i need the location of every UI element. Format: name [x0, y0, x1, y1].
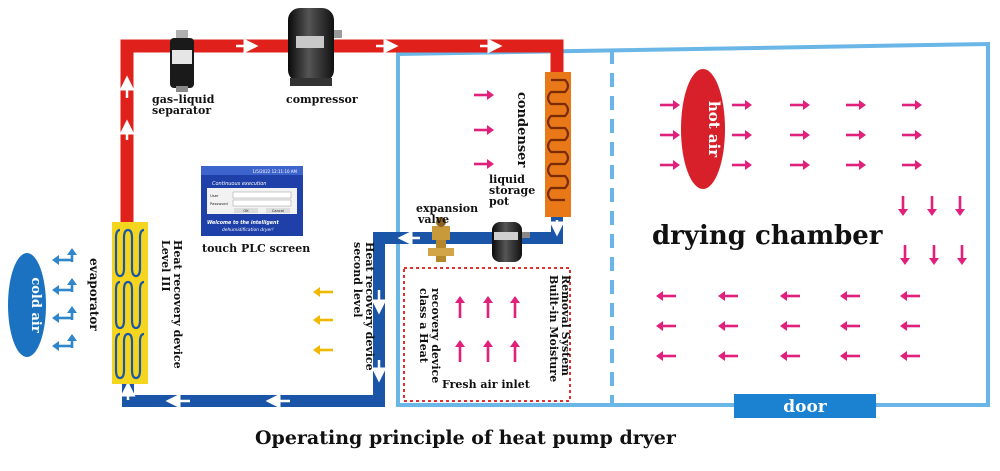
liquid-storage-pot	[492, 222, 530, 262]
airflow-arrow-down	[955, 196, 965, 216]
airflow-arrow-right	[732, 100, 752, 110]
airflow-arrow-down	[929, 245, 939, 265]
evaporator-coil	[112, 222, 148, 384]
hot-air-label: hot air	[705, 101, 723, 158]
fresh-air-inlet-label: Fresh air inlet	[442, 378, 531, 391]
airflow-arrows	[52, 90, 967, 362]
airflow-arrow-down	[898, 196, 908, 216]
airflow-arrow-left	[718, 351, 738, 361]
airflow-arrow-left	[840, 321, 860, 331]
plc-user-label: User	[210, 193, 219, 198]
airflow-arrow-right	[732, 130, 752, 140]
touch-plc-screen: 1/5/2022 12:11:10 AM Continuous executio…	[201, 166, 303, 236]
airflow-arrow-up	[455, 340, 465, 362]
cold-air-label: cold air	[28, 277, 43, 333]
airflow-arrow-right	[790, 100, 810, 110]
airflow-arrow-down	[927, 196, 937, 216]
airflow-arrow-right	[846, 100, 866, 110]
drying-chamber-outline	[396, 41, 990, 407]
airflow-arrow-right	[474, 90, 494, 100]
airflow-arrow-left	[780, 351, 800, 361]
airflow-arrow-right	[474, 125, 494, 135]
gas-liquid-separator	[170, 30, 194, 92]
second-level-device-label: second level Heat recovery device	[351, 242, 376, 371]
airflow-arrow-right	[790, 130, 810, 140]
airflow-arrow-left	[900, 291, 920, 301]
cold-refrigerant-pipe	[120, 215, 565, 409]
airflow-arrow-left	[840, 351, 860, 361]
airflow-arrow-up	[510, 296, 520, 318]
airflow-arrow-right	[660, 100, 680, 110]
plc-datetime: 1/5/2022 12:11:10 AM	[252, 169, 297, 174]
airflow-arrow-up	[455, 296, 465, 318]
airflow-arrow-left	[656, 351, 676, 361]
expansion-valve-label: expansion valve	[416, 202, 482, 226]
airflow-arrow-up	[483, 340, 493, 362]
plc-ok-button: OK	[243, 209, 249, 213]
plc-welcome: Welcome to the intelligent	[207, 220, 279, 226]
diagram-title: Operating principle of heat pump dryer	[255, 427, 677, 449]
moisture-system-label: Built-in Moisture Removal System	[547, 275, 572, 386]
airflow-arrow-left	[313, 287, 333, 297]
drying-chamber-label: drying chamber	[652, 221, 883, 251]
airflow-arrow-right	[790, 160, 810, 170]
plc-password-label: Password	[210, 201, 228, 206]
liquid-storage-pot-label: liquid storage pot	[489, 173, 539, 208]
airflow-arrow-right	[732, 160, 752, 170]
airflow-arrow-left	[52, 285, 72, 295]
airflow-arrow-left	[52, 313, 72, 323]
hot-refrigerant-pipe	[119, 11, 564, 228]
compressor-label: compressor	[286, 93, 358, 106]
airflow-arrow-left	[718, 321, 738, 331]
component-labels: gas–liquid separator compressor condense…	[87, 92, 883, 449]
plc-subtitle: dehumidification dryer!	[222, 227, 274, 233]
airflow-arrow-right	[902, 100, 922, 110]
plc-header: Continuous execution	[212, 181, 266, 187]
airflow-arrow-left	[656, 291, 676, 301]
expansion-valve	[428, 217, 454, 262]
condenser-coil	[545, 72, 571, 217]
airflow-arrow-right	[660, 130, 680, 140]
airflow-arrow-left	[780, 291, 800, 301]
airflow-arrow-down	[900, 245, 910, 265]
level3-device-label: Level III Heat recovery device	[159, 240, 184, 369]
compressor	[288, 8, 342, 86]
airflow-arrow-right	[902, 160, 922, 170]
airflow-arrow-up	[483, 296, 493, 318]
plc-cancel-button: Cancel	[272, 209, 284, 213]
class-a-device-label: class a Heat recovery device	[417, 288, 442, 383]
airflow-arrow-right	[660, 160, 680, 170]
airflow-arrow-left	[900, 321, 920, 331]
hot-air-marker: hot air	[681, 69, 725, 189]
touch-plc-label: touch PLC screen	[202, 242, 310, 255]
airflow-arrow-left	[313, 315, 333, 325]
airflow-arrow-left	[780, 321, 800, 331]
airflow-arrow-left	[52, 255, 72, 265]
airflow-arrow-left	[900, 351, 920, 361]
airflow-arrow-left	[313, 345, 333, 355]
door-label: door	[783, 397, 828, 417]
airflow-arrow-down	[957, 245, 967, 265]
condenser-label: condenser	[514, 92, 529, 167]
airflow-arrow-left	[840, 291, 860, 301]
door: door	[734, 394, 876, 418]
airflow-arrow-right	[846, 130, 866, 140]
airflow-arrow-left	[52, 341, 72, 351]
airflow-arrow-right	[846, 160, 866, 170]
airflow-arrow-left	[656, 321, 676, 331]
airflow-arrow-right	[474, 159, 494, 169]
cold-air-marker: cold air	[8, 253, 46, 357]
airflow-arrow-right	[902, 130, 922, 140]
gas-liquid-separator-label: gas–liquid separator	[152, 93, 218, 117]
airflow-arrow-left	[718, 291, 738, 301]
evaporator-label: evaporator	[87, 258, 101, 331]
airflow-arrow-up	[510, 340, 520, 362]
